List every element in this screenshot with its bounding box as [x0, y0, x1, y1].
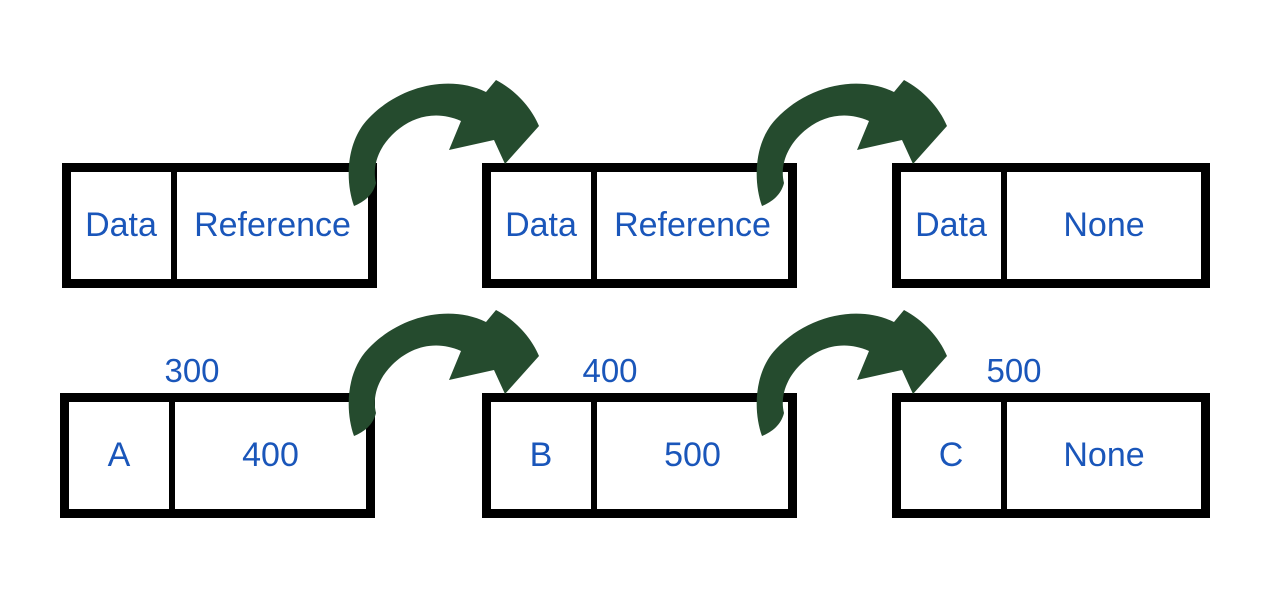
abstract-node-3-reference-cell: None	[1007, 172, 1201, 279]
memory-node-300-reference-cell: 400	[175, 402, 366, 509]
abstract-node-1-data-label: Data	[85, 206, 157, 244]
abstract-node-1-data-cell: Data	[71, 172, 177, 279]
abstract-node-1-reference-label: Reference	[194, 206, 351, 244]
address-label-400: 400	[582, 352, 638, 389]
memory-node-400-data-cell: B	[491, 402, 597, 509]
memory-node-400-reference-value: 500	[664, 436, 721, 474]
abstract-node-2-reference-cell: Reference	[597, 172, 788, 279]
memory-node-500-data-cell: C	[901, 402, 1007, 509]
abstract-node-1-reference-cell: Reference	[177, 172, 368, 279]
memory-node-500-reference-value: None	[1063, 436, 1145, 474]
abstract-node-3-data-cell: Data	[901, 172, 1007, 279]
memory-node-500-reference-cell: None	[1007, 402, 1201, 509]
abstract-node-1: Data Reference	[62, 163, 377, 288]
abstract-node-3-reference-label: None	[1063, 206, 1145, 244]
abstract-node-2: Data Reference	[482, 163, 797, 288]
abstract-node-2-data-cell: Data	[491, 172, 597, 279]
memory-node-400: B 500	[482, 393, 797, 518]
memory-node-300-data-value: A	[107, 436, 131, 474]
memory-node-400-data-value: B	[529, 436, 553, 474]
abstract-node-3-data-label: Data	[915, 206, 987, 244]
abstract-node-2-reference-label: Reference	[614, 206, 771, 244]
memory-node-400-reference-cell: 500	[597, 402, 788, 509]
address-label-500: 500	[986, 352, 1042, 389]
memory-node-300: A 400	[60, 393, 375, 518]
abstract-node-3: Data None	[892, 163, 1210, 288]
address-label-300: 300	[164, 352, 220, 389]
memory-node-500-data-value: C	[938, 436, 964, 474]
memory-node-300-reference-value: 400	[242, 436, 299, 474]
memory-node-300-data-cell: A	[69, 402, 175, 509]
memory-node-500: C None	[892, 393, 1210, 518]
abstract-node-2-data-label: Data	[505, 206, 577, 244]
